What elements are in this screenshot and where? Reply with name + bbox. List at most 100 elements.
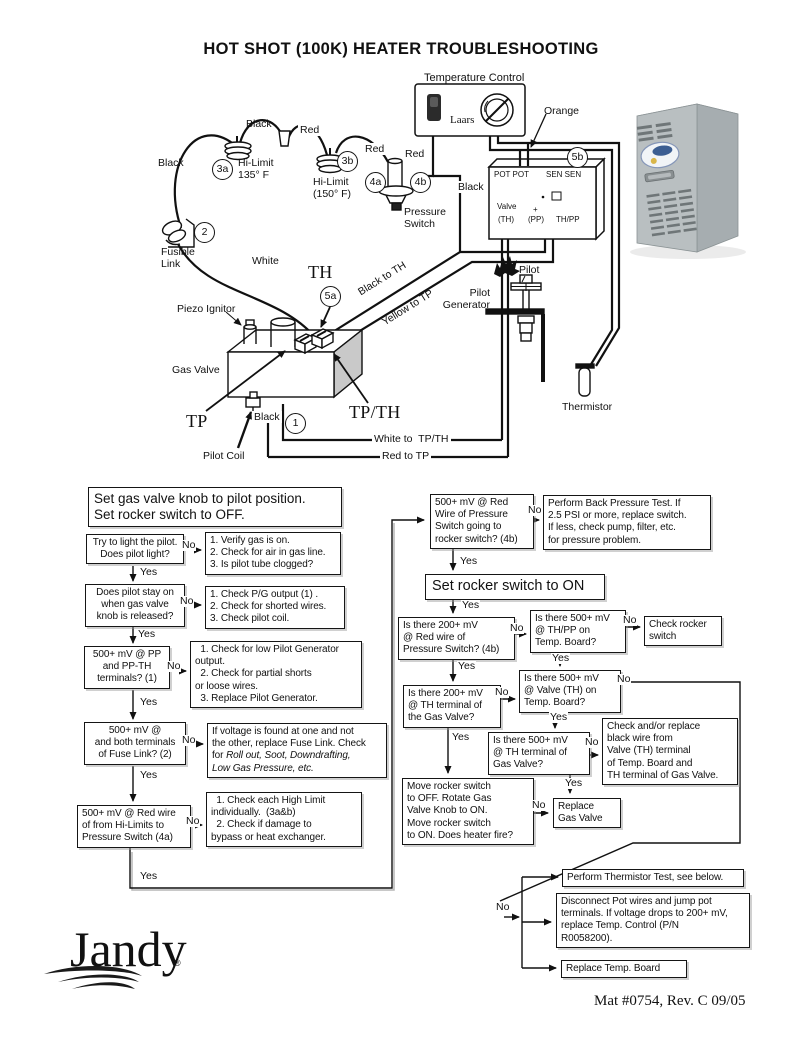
yes-label: Yes (457, 660, 477, 672)
no-label: No (509, 622, 525, 634)
flow-a2-box: 1. Check P/G output (1) . 2. Check for s… (205, 586, 345, 629)
registered-mark: ® (174, 958, 181, 968)
yes-label: Yes (139, 769, 159, 781)
hi-limit-3b-label: Hi-Limit (150° F) (313, 176, 352, 201)
flow-q10-box: Is there 200+ mV @ TH terminal of the Ga… (403, 685, 501, 728)
flow-start-box: Set gas valve knob to pilot position. Se… (88, 487, 342, 527)
flow-a3-box: 1. Check for low Pilot Generator output.… (190, 641, 362, 708)
flow-a8-box: Check rocker switch (644, 616, 722, 647)
no-label: No (495, 901, 511, 913)
no-label: No (527, 504, 543, 516)
no-label: No (166, 660, 182, 672)
black-wire-label: Black (246, 118, 272, 130)
fusible-link-label: Fusible Link (161, 246, 195, 271)
flow-q3-box: 500+ mV @ PP and PP-TH terminals? (1) (84, 646, 170, 689)
flow-q12-box: Move rocker switch to OFF. Rotate Gas Va… (402, 778, 534, 845)
yes-label: Yes (549, 711, 569, 723)
yes-label: Yes (137, 628, 157, 640)
no-label: No (181, 734, 197, 746)
flow-q2-box: Does pilot stay on when gas valve knob i… (85, 584, 185, 627)
callout-1: 1 (285, 413, 306, 434)
flow-a5-box: 1. Check each High Limit individually. (… (206, 792, 362, 847)
board-th-label: (TH) (498, 215, 514, 224)
black-wire-label: Black (456, 181, 486, 194)
no-label: No (181, 539, 197, 551)
yes-label: Yes (461, 599, 481, 611)
yes-label: Yes (551, 652, 571, 664)
flow-q4-box: 500+ mV @ and both terminals of Fuse Lin… (84, 722, 186, 765)
temperature-control-label: Temperature Control (424, 72, 525, 84)
flow-a1-box: 1. Verify gas is on. 2. Check for air in… (205, 532, 341, 575)
revision-note: Mat #0754, Rev. C 09/05 (594, 993, 746, 1009)
flow-q5-box: 500+ mV @ Red wire of from Hi-Limits to … (77, 805, 191, 848)
white-wire-label: White (250, 255, 281, 268)
jandy-logo: Jandy (70, 921, 187, 977)
gas-valve-label: Gas Valve (172, 364, 220, 376)
callout-5b: 5b (567, 147, 588, 168)
thermistor-label: Thermistor (562, 401, 613, 413)
callout-3a: 3a (212, 159, 233, 180)
callout-5a: 5a (320, 286, 341, 307)
no-label: No (179, 595, 195, 607)
black-wire-label: Black (252, 411, 282, 424)
callout-4a: 4a (365, 172, 386, 193)
callout-4b: 4b (410, 172, 431, 193)
callout-2: 2 (194, 222, 215, 243)
flow-a11-box: Check and/or replace black wire from Val… (602, 718, 738, 785)
red-wire-label: Red (403, 148, 427, 161)
tp-terminal-label: TP (186, 411, 208, 431)
red-wire-label: Red (363, 143, 387, 156)
pressure-switch-label: Pressure Switch (404, 206, 447, 231)
laars-brand-label: Laars (450, 114, 475, 126)
page-title: HOT SHOT (100K) HEATER TROUBLESHOOTING (203, 40, 599, 58)
black-to-th-wire-label: Black to TH (356, 259, 409, 299)
th-terminal-label: TH (308, 262, 333, 282)
flow-a4-italic-text: Roll out, Soot, Downdrafting, Low Gas Pr… (212, 750, 351, 774)
board-valve-label: Valve (497, 202, 517, 211)
hi-limit-3a-label: Hi-Limit 135° F (238, 157, 274, 182)
flow-q11-box: Is there 500+ mV @ TH terminal of Gas Va… (488, 732, 590, 775)
white-to-tpth-wire-label: White to TP/TH (372, 433, 451, 446)
no-label: No (622, 614, 638, 626)
board-thpp-label: TH/PP (556, 215, 580, 224)
flow-q1-box: Try to light the pilot. Does pilot light… (86, 534, 184, 565)
pilot-label: Pilot (519, 264, 540, 276)
board-pot-terminals-label: POT POT (494, 170, 529, 179)
flow-thermistor-test-box: Perform Thermistor Test, see below. (562, 869, 744, 888)
board-sen-terminals-label: SEN SEN (546, 170, 582, 179)
yes-label: Yes (139, 566, 159, 578)
no-label: No (494, 686, 510, 698)
pilot-coil-label: Pilot Coil (203, 450, 245, 462)
no-label: No (584, 736, 600, 748)
flow-a4-box: If voltage is found at one and not the o… (207, 723, 387, 778)
black-wire-label: Black (158, 157, 184, 169)
flow-q7-box: Is there 200+ mV @ Red wire of Pressure … (398, 617, 515, 660)
pilot-generator-label: Pilot Generator (442, 287, 490, 312)
flow-q8-box: Is there 500+ mV @ TH/PP on Temp. Board? (530, 610, 626, 653)
callout-3b: 3b (337, 151, 358, 172)
board-plus-label: + (533, 205, 538, 214)
flow-rocker-on-box: Set rocker switch to ON (425, 574, 605, 600)
temperature-control-drawing (414, 83, 526, 137)
yes-label: Yes (459, 555, 479, 567)
y-label: Yes (139, 696, 159, 708)
yes-label: Yes (564, 777, 584, 789)
board-pp-label: (PP) (528, 215, 544, 224)
heater-photo (630, 103, 746, 259)
piezo-ignitor-label: Piezo Ignitor (177, 303, 236, 315)
yes-label: Yes (451, 731, 471, 743)
orange-wire-label: Orange (544, 105, 580, 117)
yes-label: Yes (139, 870, 159, 882)
no-label: No (185, 815, 201, 827)
flow-replace-gas-valve-box: Replace Gas Valve (553, 798, 621, 829)
red-wire-label: Red (298, 124, 322, 137)
no-label: No (616, 673, 632, 685)
flow-replace-temp-board-box: Replace Temp. Board (561, 960, 687, 979)
tpth-terminal-label: TP/TH (349, 402, 401, 422)
flow-a6-box: Perform Back Pressure Test. If 2.5 PSI o… (543, 495, 711, 550)
no-label: No (531, 799, 547, 811)
flow-q6-box: 500+ mV @ Red Wire of Pressure Switch go… (430, 494, 534, 549)
flow-temp-control-box: Disconnect Pot wires and jump pot termin… (556, 893, 750, 948)
red-to-tp-wire-label: Red to TP (380, 450, 432, 463)
